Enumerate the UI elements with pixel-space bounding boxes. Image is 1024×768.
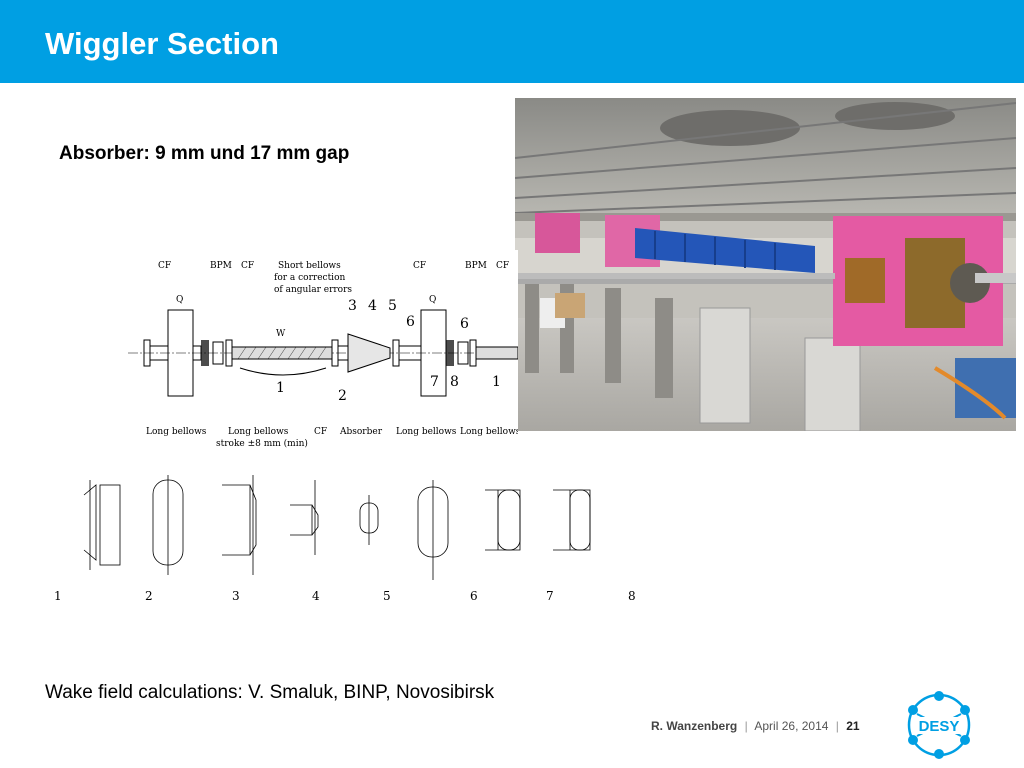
wake-field-credit: Wake field calculations: V. Smaluk, BINP…: [45, 682, 495, 703]
footer-separator: |: [835, 719, 839, 733]
svg-text:Absorber: Absorber: [339, 427, 383, 437]
tunnel-photo: [515, 98, 1016, 431]
svg-text:BPM: BPM: [465, 261, 487, 271]
svg-text:3: 3: [348, 298, 357, 314]
svg-text:stroke ±8 mm (min): stroke ±8 mm (min): [216, 438, 308, 449]
svg-text:Long bellows: Long bellows: [396, 427, 457, 437]
svg-text:W: W: [276, 329, 286, 339]
svg-text:for a correction: for a correction: [274, 273, 345, 283]
svg-text:1: 1: [54, 589, 62, 603]
svg-text:Q: Q: [176, 295, 183, 305]
footer-author: R. Wanzenberg: [651, 719, 738, 733]
svg-text:7: 7: [430, 374, 439, 390]
svg-text:8: 8: [628, 589, 636, 603]
svg-text:4: 4: [312, 589, 320, 603]
label-cf-mid: CF: [241, 261, 254, 271]
desy-logo: DESY: [907, 691, 971, 759]
svg-text:Q: Q: [429, 295, 436, 305]
svg-text:8: 8: [450, 374, 459, 390]
svg-text:1: 1: [492, 374, 501, 390]
footer-date: April 26, 2014: [754, 719, 829, 733]
svg-text:6: 6: [460, 316, 469, 332]
svg-text:of angular errors: of angular errors: [274, 285, 352, 295]
label-bpm-left: BPM: [210, 261, 232, 271]
svg-text:6: 6: [406, 314, 415, 330]
svg-text:CF: CF: [314, 427, 327, 437]
absorber-profiles: 1 2 3 4 5 6 7 8: [54, 475, 636, 603]
svg-text:Long bellows: Long bellows: [228, 427, 289, 437]
svg-text:3: 3: [232, 589, 240, 603]
beamline-diagram: CF BPM CF Short bellows for a correction…: [128, 250, 518, 460]
label-short-bellows: Short bellows: [278, 261, 341, 271]
svg-text:Long bellows: Long bellows: [146, 427, 207, 437]
svg-text:5: 5: [388, 298, 397, 314]
slide-footer: R. Wanzenberg | April 26, 2014 | 21: [651, 719, 860, 733]
label-cf-left: CF: [158, 261, 171, 271]
svg-text:2: 2: [145, 589, 153, 603]
logo-text: DESY: [919, 718, 960, 735]
footer-separator: |: [744, 719, 748, 733]
svg-text:7: 7: [546, 589, 554, 603]
svg-text:5: 5: [383, 589, 391, 603]
svg-text:Long bellows: Long bellows: [460, 427, 518, 437]
svg-text:1: 1: [276, 380, 285, 396]
svg-text:4: 4: [368, 298, 377, 314]
absorber-heading: Absorber: 9 mm und 17 mm gap: [59, 143, 350, 164]
slide-title: Wiggler Section: [45, 26, 279, 61]
svg-text:6: 6: [470, 589, 478, 603]
svg-text:CF: CF: [413, 261, 426, 271]
title-bar: Wiggler Section: [0, 0, 1024, 83]
page-number: 21: [846, 719, 860, 733]
svg-text:CF: CF: [496, 261, 509, 271]
svg-text:2: 2: [338, 388, 347, 404]
profile-numbers: 1 2 3 4 5 6 7 8: [54, 589, 636, 603]
